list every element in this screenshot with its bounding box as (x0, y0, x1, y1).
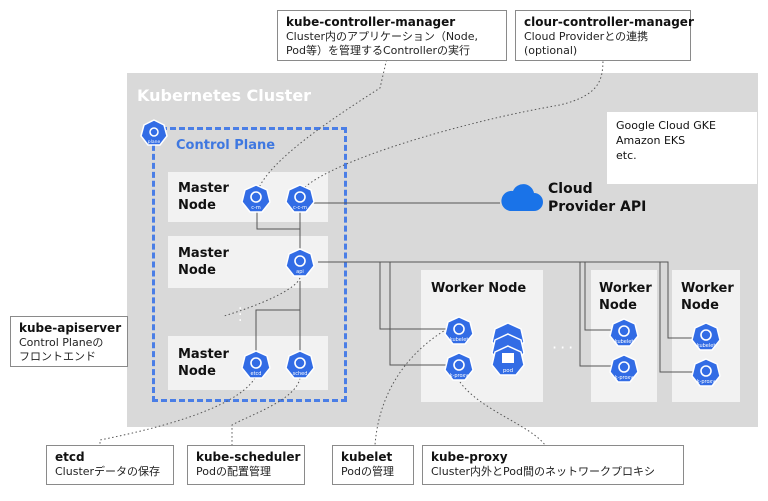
provider-item: Google Cloud GKE (616, 119, 716, 132)
callout-desc: Cluster内のアプリケーション（Node, (286, 30, 479, 43)
master-node-1-label: Master Node (178, 181, 229, 213)
icon-label: kubelet (615, 339, 634, 345)
callout-desc: (optional) (524, 44, 578, 57)
kubelet-icon: kubelet (691, 322, 721, 351)
callout-controller-manager: kube-controller-manager Cluster内のアプリケーショ… (277, 10, 507, 61)
icon-label: api (296, 269, 304, 275)
callout-scheduler: kube-scheduler Podの配置管理 (187, 445, 305, 485)
kube-proxy-icon: k-proxy (609, 354, 639, 383)
icon-label: k-proxy (450, 373, 469, 379)
cloud-controller-manager-icon: c-c-m (285, 184, 315, 213)
vertical-ellipsis: ··· (238, 301, 243, 329)
callout-desc: Clusterデータの保存 (55, 465, 161, 478)
control-plane-badge-icon: plane (140, 119, 168, 146)
icon-label: sched (293, 371, 308, 377)
callout-title: kube-apiserver (19, 321, 122, 335)
scheduler-icon: sched (285, 350, 315, 379)
cluster-title: Kubernetes Cluster (137, 86, 312, 105)
control-plane-title: Control Plane (176, 138, 276, 153)
apiserver-icon: api (285, 248, 315, 277)
callout-title: kube-scheduler (196, 450, 301, 464)
callout-title: kube-controller-manager (286, 15, 456, 29)
cloud-icon (501, 184, 543, 211)
icon-label: c-c-m (293, 205, 307, 211)
callout-title: kubelet (341, 450, 393, 464)
callout-desc: フロントエンド (19, 350, 96, 363)
callout-desc: Cloud Providerとの連携 (524, 30, 649, 43)
provider-item: Amazon EKS (616, 134, 686, 147)
callout-etcd: etcd Clusterデータの保存 (46, 445, 174, 485)
icon-label: kubelet (697, 343, 716, 349)
callout-desc: Control Planeの (19, 336, 104, 349)
kubelet-icon: kubelet (444, 316, 474, 345)
cloud-provider-api-label: Cloud Provider API (548, 181, 647, 215)
master-node-2-label: Master Node (178, 246, 229, 278)
pod-stack-icon: pod (491, 322, 525, 376)
kube-proxy-icon: k-proxy (691, 358, 721, 387)
master-node-3-label: Master Node (178, 347, 229, 379)
icon-label: pod (503, 368, 513, 374)
worker-node-1-label: Worker Node (431, 281, 527, 296)
control-plane-box (152, 127, 347, 402)
icon-label: c-m (251, 205, 261, 211)
cloud-provider-list: Google Cloud GKE Amazon EKS etc. (607, 112, 757, 184)
callout-cloud-controller-manager: clour-controller-manager Cloud Providerと… (515, 10, 694, 61)
etcd-icon: etcd (241, 350, 271, 379)
icon-label: etcd (251, 371, 262, 377)
controller-manager-icon: c-m (241, 184, 271, 213)
callout-title: clour-controller-manager (524, 15, 694, 29)
callout-desc: Cluster内外とPod間のネットワークプロキシ (431, 465, 655, 478)
provider-item: etc. (616, 149, 637, 162)
kubelet-icon: kubelet (609, 318, 639, 347)
badge-label: plane (148, 139, 161, 145)
worker-node-2-label: Worker Node (599, 281, 652, 313)
callout-kubelet: kubelet Podの管理 (332, 445, 414, 485)
callout-desc: Podの配置管理 (196, 465, 271, 478)
callout-apiserver: kube-apiserver Control Planeの フロントエンド (10, 316, 128, 367)
icon-label: kubelet (450, 337, 469, 343)
icon-label: k-proxy (697, 379, 716, 385)
icon-label: k-proxy (615, 375, 634, 381)
callout-title: etcd (55, 450, 85, 464)
callout-desc: Podの管理 (341, 465, 394, 478)
callout-desc: Pod等）を管理するControllerの実行 (286, 44, 471, 57)
callout-title: kube-proxy (431, 450, 508, 464)
worker-node-3-label: Worker Node (681, 281, 734, 313)
kube-proxy-icon: k-proxy (444, 352, 474, 381)
horizontal-ellipsis: ··· (552, 338, 577, 357)
callout-kube-proxy: kube-proxy Cluster内外とPod間のネットワークプロキシ (422, 445, 684, 485)
